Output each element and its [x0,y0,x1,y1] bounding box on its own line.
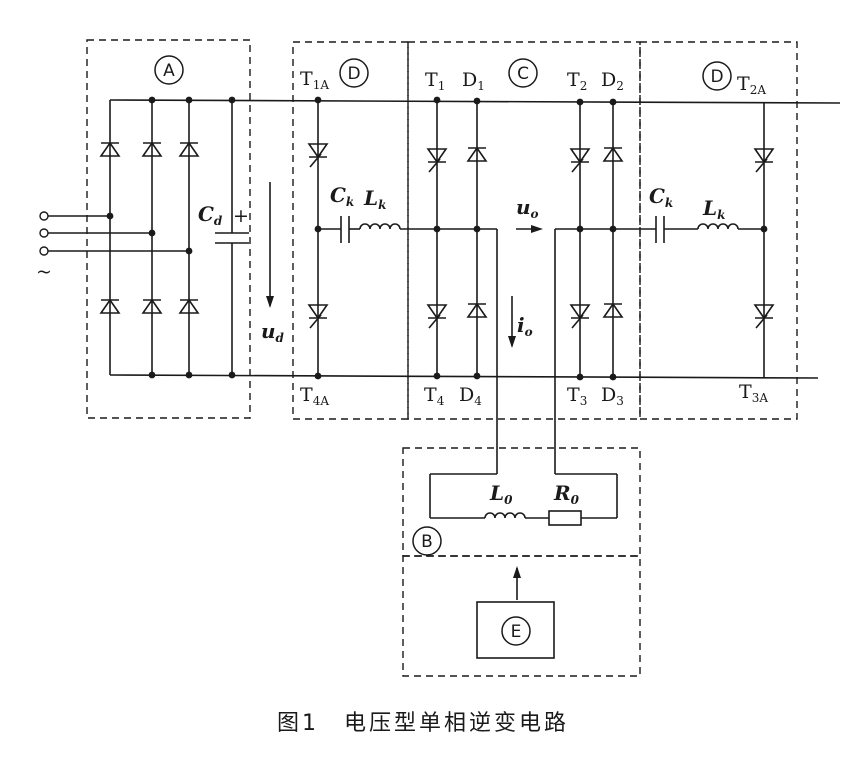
block-d-right [639,41,798,420]
commutation-branch-right [655,216,764,243]
ac-input-terminals [39,211,189,256]
block-e-lower [402,555,641,677]
io-label: io [517,313,533,339]
t2a-label: T2A [737,73,766,97]
ac-symbol: ~ [36,261,52,283]
block-e-connection [476,566,555,659]
cd-plus-sign: + [233,205,249,227]
t2-label: T2 [567,69,587,93]
block-c-marker: C [508,58,538,88]
t3a-label: T3A [739,381,768,405]
svg-text:E: E [511,622,522,642]
ck-right-label: Ck [649,184,673,210]
t4a-label: T4A [300,384,329,408]
svg-text:C: C [517,64,529,84]
rectifier-bridge [100,100,199,375]
junction-dots [106,96,768,381]
block-d-left-marker: D [339,58,369,88]
block-d-left [292,41,409,420]
svg-text:A: A [163,61,175,81]
block-b-marker: B [412,526,442,556]
ck-left-label: Ck [330,183,354,209]
ud-arrow [266,182,274,308]
block-e-marker: E [501,616,531,646]
t3-label: T3 [567,384,587,408]
commutation-branch-left [318,216,477,243]
block-c-inverter-bridge [407,41,641,420]
uo-arrow [516,225,543,233]
block-a-marker: A [154,55,184,85]
t1a-label: T1A [300,68,329,92]
figure-caption: 图1 电压型单相逆变电路 [277,711,569,736]
ud-label: ud [261,319,285,345]
t1-label: T1 [425,69,445,93]
svg-text:D: D [347,64,360,84]
l0-label: L0 [489,481,513,507]
lk-left-label: Lk [363,186,386,212]
t4-label: T4 [424,384,445,408]
svg-text:D: D [710,67,723,87]
svg-text:B: B [421,532,433,552]
main-bridge [436,100,656,455]
cd-label: Cd [198,202,223,228]
d2-label: D2 [601,69,624,93]
dc-negative-bus [109,374,819,379]
block-a-rectifier [86,39,251,419]
uo-label: uo [516,195,539,221]
dc-link-capacitor [215,100,249,375]
r0-label: R0 [553,481,580,507]
d1-label: D1 [462,69,485,93]
block-b-load [402,447,641,557]
d3-label: D3 [601,384,624,408]
io-arrow [508,296,516,348]
lk-right-label: Lk [702,196,725,222]
load-branch [429,455,618,526]
block-d-right-marker: D [702,61,732,91]
d4-label: D4 [459,384,482,408]
